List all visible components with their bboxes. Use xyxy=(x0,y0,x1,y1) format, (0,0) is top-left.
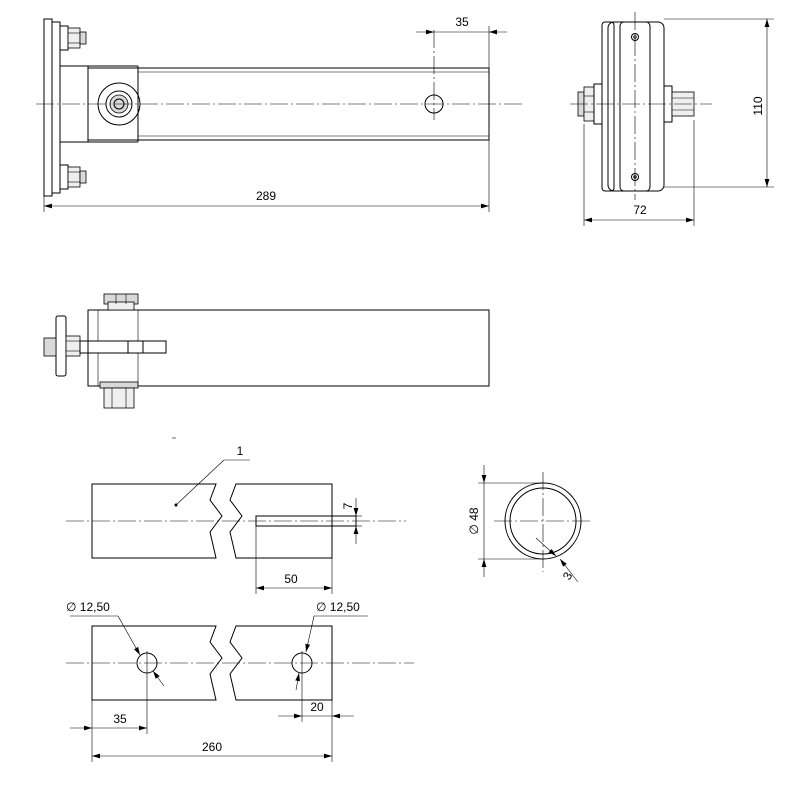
dim-side-width: 72 xyxy=(583,120,695,226)
dim-left-hole-offset: 35 xyxy=(70,676,148,762)
part-number-label: 1 xyxy=(237,444,244,458)
dim-top-length-label: 289 xyxy=(256,189,276,203)
front-view: 35 289 xyxy=(36,15,522,212)
dim-side-height: 110 xyxy=(664,18,774,188)
dim-side-width-label: 72 xyxy=(633,203,647,217)
dim-tube-diameter: ∅ 48 xyxy=(467,465,543,577)
dim-wall-thickness-label: 3 xyxy=(560,569,576,582)
plan-top-nut xyxy=(103,293,139,311)
holes-tube-left-segment xyxy=(91,625,223,701)
plan-view xyxy=(43,293,490,409)
dim-left-hole-offset-label: 35 xyxy=(113,712,127,726)
dim-left-hole-diameter: ∅ 12,50 xyxy=(66,600,165,687)
dim-total-length-label: 260 xyxy=(202,740,222,754)
dim-slot-length-label: 50 xyxy=(284,572,298,586)
dim-top-length: 289 xyxy=(43,140,490,212)
dim-total-length: 260 xyxy=(92,740,332,759)
tube-holes-view: ∅ 12,50 ∅ 12,50 35 20 260 xyxy=(66,600,414,762)
plan-tongue xyxy=(79,340,167,354)
side-view: 110 72 xyxy=(570,12,774,226)
part-1-tube-slot-view: 1 7 50 xyxy=(66,437,406,594)
upper-bolt xyxy=(59,25,87,51)
dim-top-hole-offset: 35 xyxy=(416,15,507,68)
dim-right-hole-diameter: ∅ 12,50 xyxy=(295,600,368,691)
dim-top-hole-offset-label: 35 xyxy=(455,15,469,29)
plan-bottom-bolt xyxy=(99,381,139,409)
dim-tube-diameter-label: ∅ 48 xyxy=(467,507,481,534)
lower-bolt xyxy=(59,164,87,190)
dim-wall-thickness: 3 xyxy=(535,537,579,582)
holes-tube-right-segment xyxy=(229,625,333,701)
dim-slot-width: 7 xyxy=(341,498,362,544)
mounting-plate-inner xyxy=(51,21,61,194)
side-plate xyxy=(607,21,665,192)
dim-right-hole-offset-label: 20 xyxy=(310,700,324,714)
dim-side-height-label: 110 xyxy=(751,96,765,115)
dim-right-hole-diameter-label: ∅ 12,50 xyxy=(316,600,360,614)
dim-right-hole-offset: 20 xyxy=(278,676,354,762)
dim-left-hole-diameter-label: ∅ 12,50 xyxy=(66,600,110,614)
tube-cross-section: ∅ 48 3 xyxy=(467,465,592,582)
dim-slot-length: 50 xyxy=(255,526,333,594)
tube-right-segment xyxy=(229,483,333,559)
plan-arm-tube xyxy=(87,309,490,387)
tube-left-segment xyxy=(91,483,223,559)
dim-slot-width-label: 7 xyxy=(341,502,355,509)
mounting-plate-outer xyxy=(43,18,53,197)
